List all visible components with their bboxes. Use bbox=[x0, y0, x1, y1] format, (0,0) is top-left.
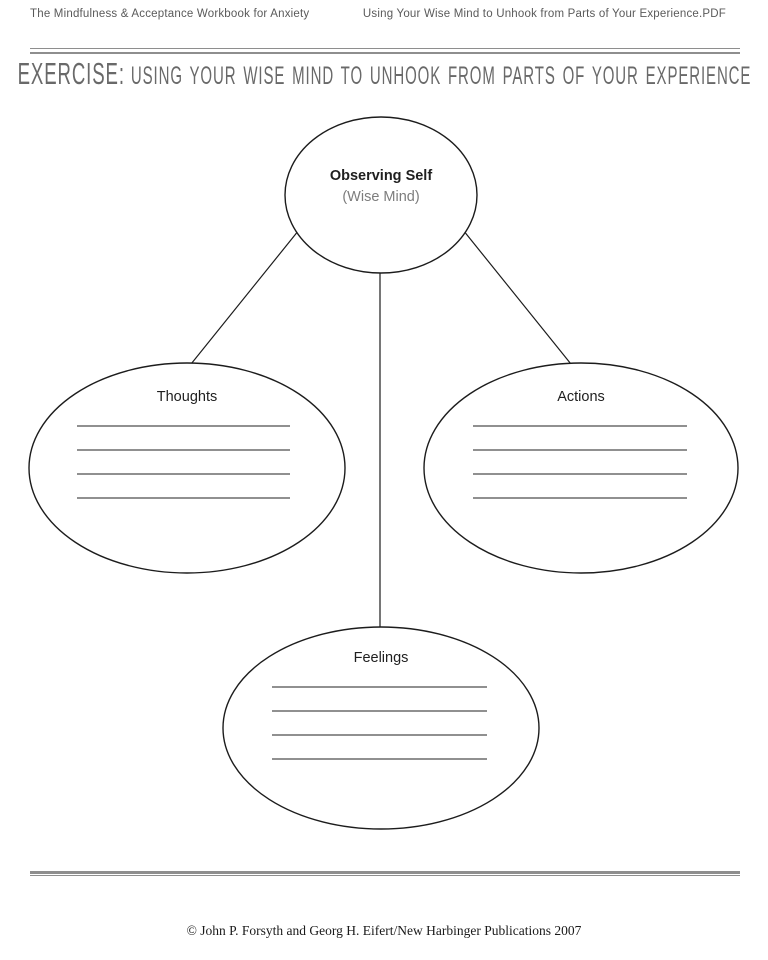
actions-title: Actions bbox=[557, 389, 605, 405]
node-actions-oval bbox=[423, 362, 739, 574]
copyright-line: © John P. Forsyth and Georg H. Eifert/Ne… bbox=[186, 923, 582, 938]
connector-observing-to-actions bbox=[454, 219, 580, 375]
top-double-rule bbox=[30, 48, 740, 54]
running-head-book-title: The Mindfulness & Acceptance Workbook fo… bbox=[30, 8, 310, 20]
running-head: The Mindfulness & Acceptance Workbook fo… bbox=[30, 8, 726, 20]
node-thoughts-label: Thoughts bbox=[87, 387, 287, 408]
node-observing-self-oval bbox=[284, 116, 478, 274]
exercise-title-text-wrap: EXERCISE:USING YOUR WISE MIND TO UNHOOK … bbox=[17, 58, 751, 89]
node-actions-label: Actions bbox=[481, 387, 681, 408]
feelings-title: Feelings bbox=[353, 650, 409, 666]
rule-thick-line bbox=[30, 51, 740, 54]
connector-observing-to-thoughts bbox=[182, 219, 308, 375]
exercise-title-rest: USING YOUR WISE MIND TO UNHOOK FROM PART… bbox=[130, 62, 751, 90]
node-feelings-oval bbox=[222, 626, 540, 830]
exercise-title-prefix: EXERCISE: bbox=[17, 56, 125, 91]
observing-self-title: Observing Self bbox=[329, 168, 433, 184]
node-thoughts-oval bbox=[28, 362, 346, 574]
rule-thin-line bbox=[30, 48, 740, 49]
exercise-title: EXERCISE:USING YOUR WISE MIND TO UNHOOK … bbox=[0, 57, 768, 89]
wise-mind-subtitle: (Wise Mind) bbox=[342, 189, 420, 205]
bottom-double-rule bbox=[30, 871, 740, 876]
node-observing-self-label: Observing Self (Wise Mind) bbox=[284, 166, 478, 208]
rule-thin-line bbox=[30, 875, 740, 876]
node-feelings-label: Feelings bbox=[281, 648, 481, 669]
rule-thick-line bbox=[30, 871, 740, 874]
thoughts-title: Thoughts bbox=[156, 389, 218, 405]
running-head-file-name: Using Your Wise Mind to Unhook from Part… bbox=[362, 8, 726, 20]
